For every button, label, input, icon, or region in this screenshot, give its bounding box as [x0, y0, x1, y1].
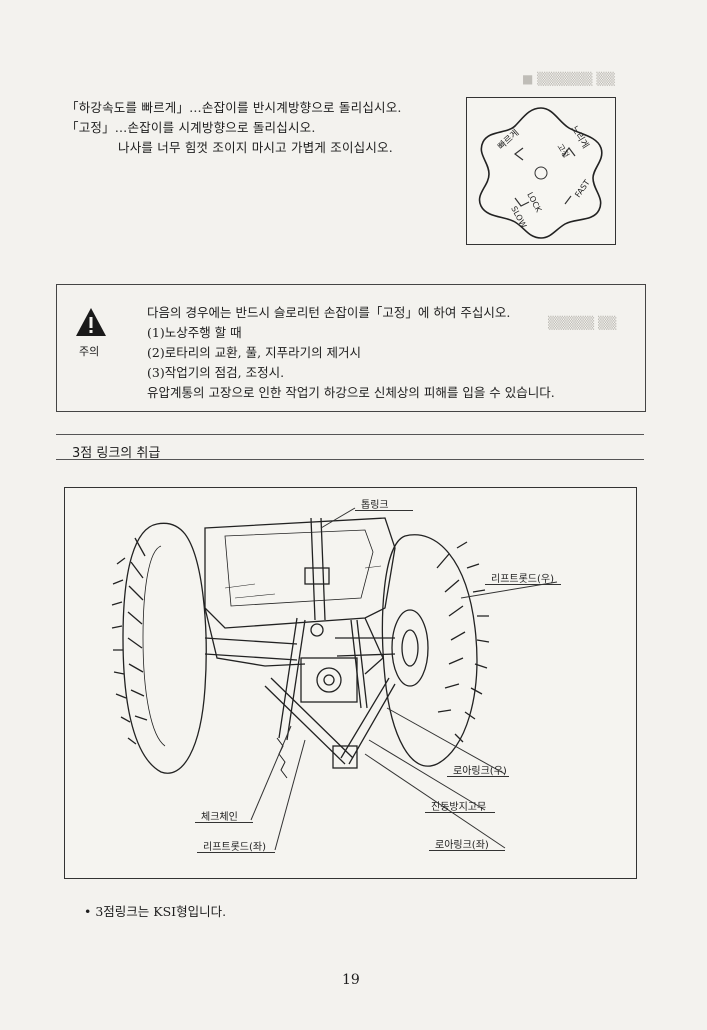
caution-line: (3)작업기의 점검, 조정시.: [147, 365, 285, 380]
section-rule-top: [56, 434, 644, 435]
slow-return-knob-figure: 빠르게 느리게 고정 SLOW LOCK FAST: [466, 97, 616, 245]
callout-top-link: 톱링크: [361, 500, 389, 511]
caution-line: 유압계통의 고장으로 인한 작업기 하강으로 신체상의 피해를 입을 수 있습니…: [147, 385, 555, 400]
bleed-through-text: ■ ▒▒▒▒▒▒ ▒▒: [522, 72, 615, 86]
instruction-tighten: 나사를 너무 힘껏 조이지 마시고 가볍게 조이십시오.: [118, 140, 393, 155]
callout-underline: [355, 510, 413, 511]
callout-underline: [197, 852, 275, 853]
three-point-link-figure: 톱링크 리프트롯드(우) 로아링크(우) 진동방지고무 체크체인 로아링크(좌)…: [64, 487, 637, 879]
callout-underline: [485, 584, 561, 585]
section-title: 3점 링크의 취급: [72, 446, 161, 461]
callout-underline: [425, 812, 495, 813]
callout-underline: [195, 822, 253, 823]
callout-underline: [447, 776, 509, 777]
caution-line: (1)노상주행 할 때: [147, 325, 242, 340]
callout-underline: [429, 850, 505, 851]
knob-icon: 빠르게 느리게 고정 SLOW LOCK FAST: [478, 107, 603, 239]
callout-lower-link-left: 로아링크(좌): [435, 840, 489, 851]
footnote: • 3점링크는 KSI형입니다.: [84, 904, 227, 919]
callout-check-chain: 체크체인: [201, 812, 238, 823]
callout-anti-vibration-rubber: 진동방지고무: [431, 802, 487, 813]
callout-lower-link-right: 로아링크(우): [453, 766, 507, 777]
callout-lift-rod-right: 리프트롯드(우): [491, 574, 555, 585]
instruction-lock: 「고정」…손잡이를 시계방향으로 돌리십시오.: [66, 120, 316, 135]
caution-line: 다음의 경우에는 반드시 슬로리턴 손잡이를「고정」에 하여 주십시오.: [147, 305, 511, 320]
callout-lift-rod-left: 리프트롯드(좌): [203, 842, 267, 853]
caution-box: 주의 다음의 경우에는 반드시 슬로리턴 손잡이를「고정」에 하여 주십시오. …: [56, 284, 646, 412]
page-number: 19: [342, 972, 360, 988]
bleed-through-text: ▒▒▒▒▒ ▒▒: [548, 316, 617, 330]
warning-triangle-icon: [76, 308, 106, 336]
instruction-fast: 「하강속도를 빠르게」…손잡이를 반시계방향으로 돌리십시오.: [66, 100, 402, 115]
section-rule-bottom: [56, 459, 644, 460]
caution-label: 주의: [79, 345, 100, 358]
caution-line: (2)로타리의 교환, 풀, 지푸라기의 제거시: [147, 345, 362, 360]
tractor-linkage-illustration: [111, 507, 558, 851]
